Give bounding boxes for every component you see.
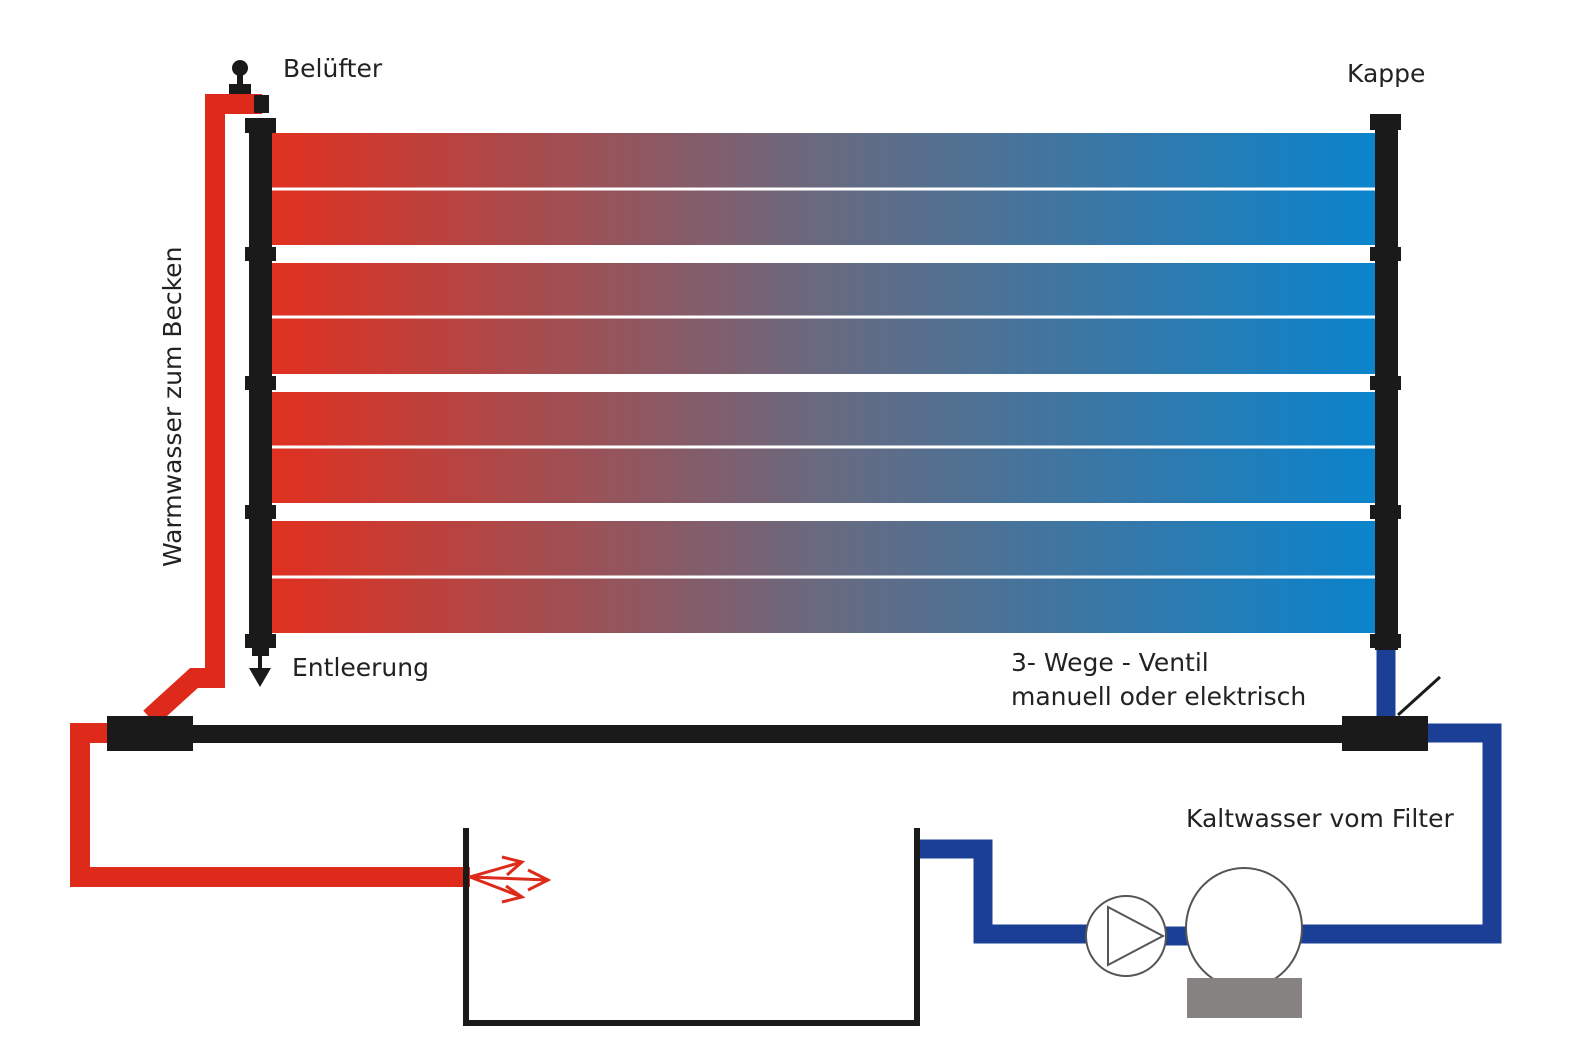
filter-base [1187,978,1302,1018]
left-manifold [245,118,276,656]
outflow-arrows-icon [469,855,552,904]
drain-arrow-icon [249,656,271,687]
pool-basin [463,828,920,1026]
hot-water-pipe [70,94,470,887]
cap-label: Kappe [1347,59,1425,88]
warm-water-label: Warmwasser zum Becken [158,247,187,567]
bypass-pipe [107,716,1428,751]
three-way-valve-icon [1342,716,1428,751]
valve-label-line1: 3- Wege - Ventil [1011,648,1209,677]
valve-handle [1396,675,1442,717]
air-vent-icon [229,60,269,113]
valve-label-line2: manuell oder elektrisch [1011,682,1306,711]
left-t-fitting [107,716,193,751]
filter-tank-icon [1185,867,1303,1018]
drain-label: Entleerung [292,653,429,682]
cold-water-label: Kaltwasser vom Filter [1186,804,1454,833]
air-vent-label: Belüfter [283,54,383,83]
right-manifold [1370,114,1401,650]
collector-panels [270,133,1378,633]
pump-icon [1085,895,1167,977]
